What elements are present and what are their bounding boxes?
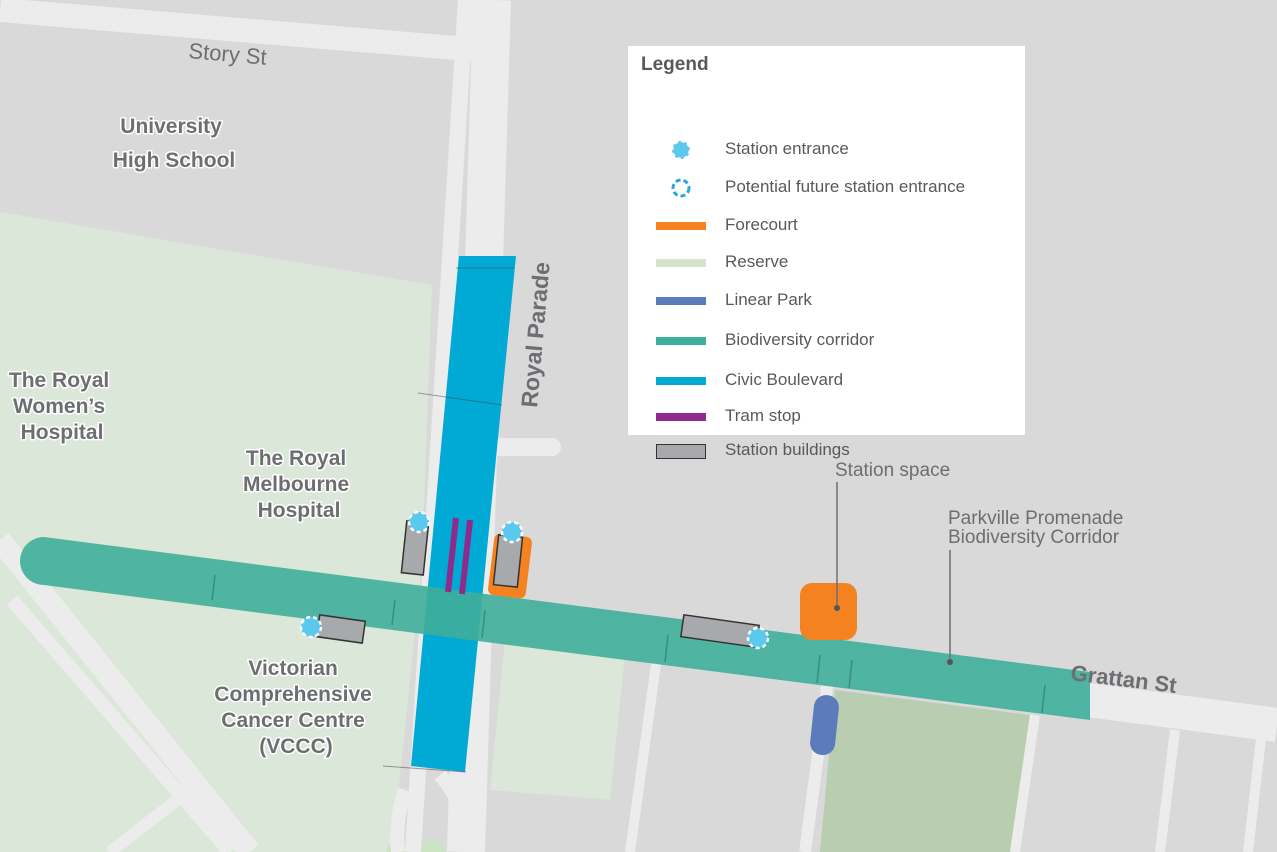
road-south-a xyxy=(625,649,663,852)
station-building[interactable] xyxy=(492,534,524,588)
legend-label: Station buildings xyxy=(725,440,850,459)
station-entrance-icon[interactable] xyxy=(746,626,770,650)
station-building-swatch xyxy=(656,443,706,459)
road-south-e xyxy=(1243,729,1267,852)
tram-stop-platform[interactable] xyxy=(445,517,459,593)
entrance-icon xyxy=(670,139,692,161)
callout-label-promenade: Parkville Promenade Biodiversity Corrido… xyxy=(948,508,1129,548)
civic-boulevard-edge xyxy=(417,392,503,406)
legend-label: Station entrance xyxy=(725,139,849,158)
road-south-c xyxy=(1010,714,1040,852)
road-story-st xyxy=(0,0,481,62)
place-label-royal-melbourne: The Royal Melbourne Hospital xyxy=(243,447,355,522)
tram-stop-swatch xyxy=(656,413,706,421)
civic-boulevard[interactable] xyxy=(411,256,516,772)
callout-leader-station-space xyxy=(834,482,840,611)
legend-item-linear-park: Linear Park xyxy=(628,286,1025,316)
legend-title: Legend xyxy=(641,54,709,75)
legend-item-tram-stop: Tram stop xyxy=(628,402,1025,432)
biodiversity-swatch xyxy=(656,337,706,345)
legend-item-forecourt: Forecourt xyxy=(628,211,1025,241)
legend-label: Reserve xyxy=(725,252,789,271)
road-south-d xyxy=(1155,729,1180,852)
legend-item-biodiversity: Biodiversity corridor xyxy=(628,326,1025,356)
reserve-swatch xyxy=(656,259,706,267)
legend-label: Biodiversity corridor xyxy=(725,330,875,349)
road-diagonal-north xyxy=(0,533,259,852)
station-entrance-icon[interactable] xyxy=(500,520,524,544)
tram-stop-platform[interactable] xyxy=(459,519,473,595)
linear-park-swatch xyxy=(656,297,706,305)
legend-item-civic-boulevard: Civic Boulevard xyxy=(628,366,1025,396)
station-entrance-icon[interactable] xyxy=(407,510,431,534)
legend-item-reserve: Reserve xyxy=(628,248,1025,278)
forecourt-station-space[interactable] xyxy=(800,583,857,640)
road-curve-south xyxy=(390,770,477,852)
legend-label: Civic Boulevard xyxy=(725,370,844,389)
legend-label: Potential future station entrance xyxy=(725,177,966,196)
linear-park[interactable] xyxy=(809,694,840,756)
legend-item-station-buildings: Station buildings xyxy=(628,436,1025,466)
biodiversity-corridor[interactable] xyxy=(20,537,1090,720)
legend-item-station-entrance: Station entrance xyxy=(628,135,1025,165)
legend-panel: Legend Station entrance Potential future… xyxy=(628,46,1025,459)
corridor-crossings xyxy=(211,574,1046,714)
place-label-university-high: University High School xyxy=(113,115,236,172)
legend-label: Forecourt xyxy=(725,215,798,234)
callout-leader-promenade xyxy=(947,550,953,665)
legend-label: Tram stop xyxy=(725,406,801,425)
reserve-area-south xyxy=(490,640,625,800)
civic-boulevard-edge xyxy=(382,765,467,773)
place-label-vccc: Victorian Comprehensive Cancer Centre (V… xyxy=(214,657,377,758)
reserve-block-southeast xyxy=(820,690,1030,852)
legend-label: Linear Park xyxy=(725,290,812,309)
road-south-link xyxy=(106,785,194,852)
place-label-royal-womens: The Royal Women’s Hospital xyxy=(9,369,115,444)
forecourt-swatch xyxy=(656,222,706,230)
station-entrance-icon[interactable] xyxy=(299,615,323,639)
civic-boulevard-swatch xyxy=(656,377,706,385)
future-entrance-icon xyxy=(671,178,691,198)
road-diagonal-south xyxy=(6,595,236,852)
callout-label-station-space: Station space xyxy=(835,460,950,481)
reserve-area-west xyxy=(0,212,432,852)
legend-item-future-entrance: Potential future station entrance xyxy=(628,173,1025,203)
